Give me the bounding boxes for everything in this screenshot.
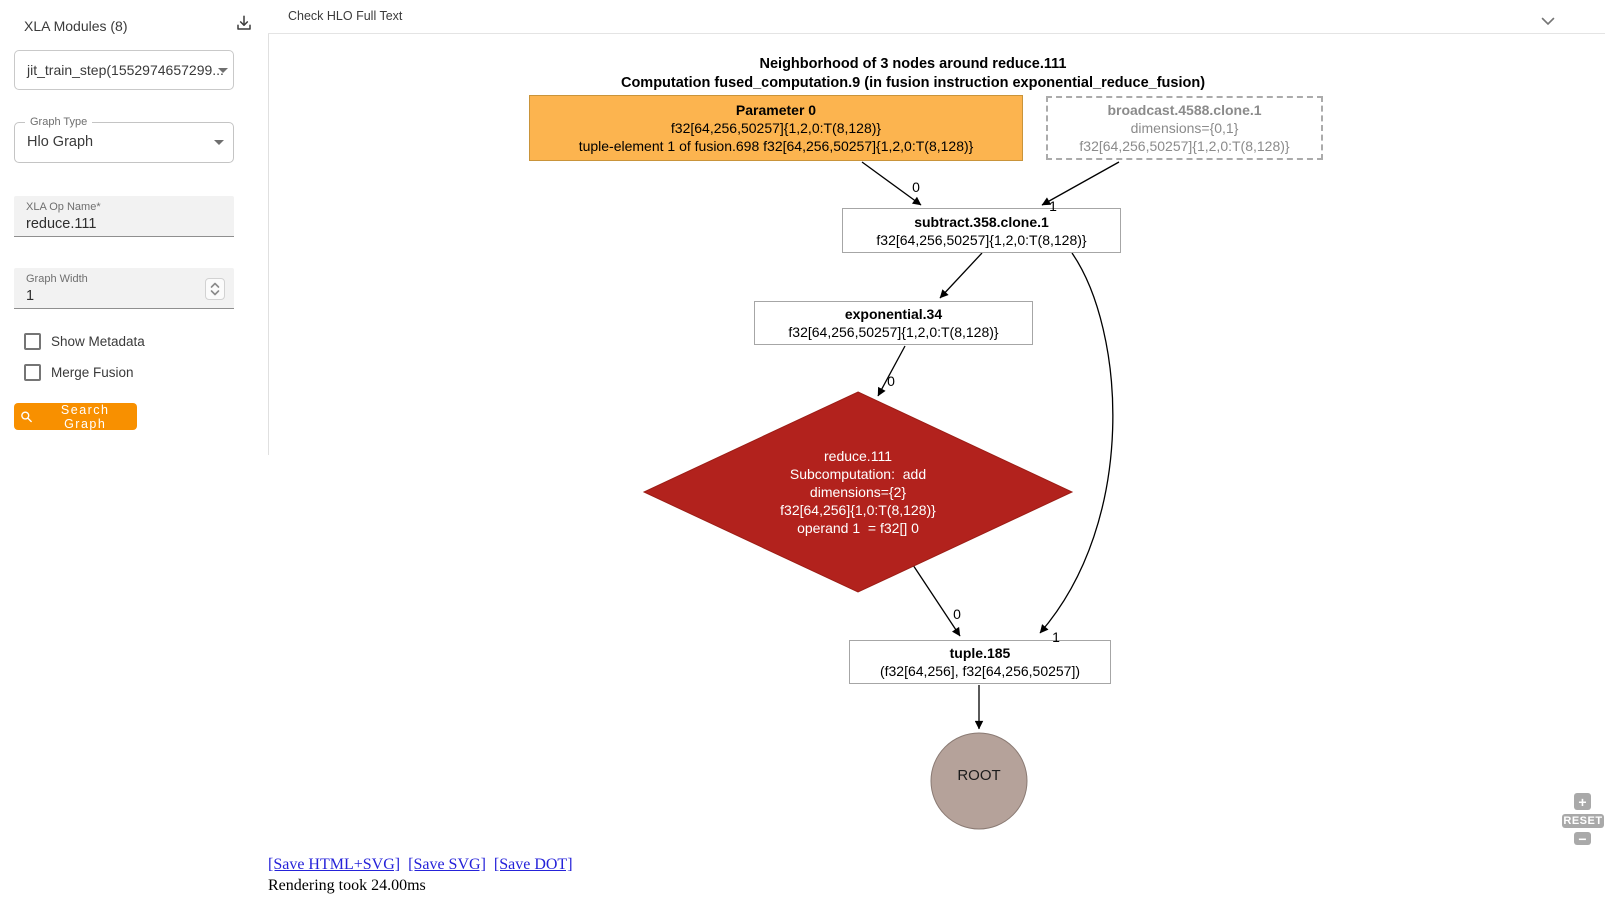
xla-op-name-field[interactable]: XLA Op Name* reduce.111 — [14, 196, 234, 237]
render-status: Rendering took 24.00ms — [268, 877, 426, 894]
quantity-stepper[interactable] — [205, 278, 225, 300]
search-icon — [21, 411, 32, 423]
edge-subtract-to-exponential — [939, 252, 983, 299]
node-parameter0-title: Parameter 0 — [735, 102, 817, 118]
save-links: [Save HTML+SVG] [Save SVG] [Save DOT] — [268, 856, 577, 874]
edge-label-param-to-subtract: 0 — [912, 179, 920, 195]
node-parameter0-shape: f32[64,256,50257]{1,2,0:T(8,128)} — [670, 120, 882, 136]
xla-modules-title: XLA Modules (8) — [24, 18, 128, 34]
node-subtract-shape: f32[64,256,50257]{1,2,0:T(8,128)} — [876, 231, 1087, 248]
graph-type-select[interactable]: Graph Type Hlo Graph — [14, 116, 234, 163]
check-hlo-accordion[interactable]: Check HLO Full Text — [268, 0, 1605, 34]
reduce-node-diamond[interactable] — [642, 391, 1074, 593]
show-metadata-label: Show Metadata — [51, 334, 145, 349]
sidebar: XLA Modules (8) jit_train_step(155297465… — [0, 0, 268, 901]
edge-label-subtract-to-tuple: 1 — [1052, 629, 1060, 645]
zoom-reset-button[interactable]: RESET — [1562, 814, 1604, 828]
edge-param-to-subtract — [861, 161, 922, 206]
node-exponential-shape: f32[64,256,50257]{1,2,0:T(8,128)} — [788, 324, 999, 340]
save-html-svg-link[interactable]: [Save HTML+SVG] — [268, 856, 401, 873]
search-graph-label: Search Graph — [60, 402, 110, 431]
zoom-in-button[interactable]: + — [1574, 793, 1591, 810]
xla-op-name-label: XLA Op Name* — [26, 201, 101, 213]
graph-width-value: 1 — [26, 288, 35, 304]
node-exponential[interactable]: exponential.34 f32[64,256,50257]{1,2,0:T… — [754, 301, 1033, 345]
merge-fusion-row: Merge Fusion — [24, 364, 134, 381]
graph-title-line2: Computation fused_computation.9 (in fusi… — [620, 74, 1206, 91]
node-exponential-title: exponential.34 — [844, 306, 943, 322]
edge-subtract-to-tuple — [1039, 252, 1114, 634]
sidebar-divider — [268, 0, 269, 455]
graph-width-label: Graph Width — [26, 273, 88, 285]
edge-reduce-to-tuple — [912, 564, 961, 637]
merge-fusion-checkbox[interactable] — [24, 364, 41, 381]
show-metadata-checkbox[interactable] — [24, 333, 41, 350]
node-subtract-title: subtract.358.clone.1 — [914, 213, 1049, 230]
edge-label-reduce-to-tuple: 0 — [953, 606, 961, 622]
xla-op-name-value: reduce.111 — [26, 216, 97, 232]
node-broadcast-title: broadcast.4588.clone.1 — [1107, 102, 1262, 118]
node-broadcast-shape: f32[64,256,50257]{1,2,0:T(8,128)} — [1079, 138, 1290, 154]
chevron-down-icon — [214, 140, 224, 145]
node-tuple-title: tuple.185 — [949, 645, 1011, 661]
show-metadata-row: Show Metadata — [24, 333, 145, 350]
node-subtract[interactable]: subtract.358.clone.1 f32[64,256,50257]{1… — [842, 208, 1121, 253]
chevron-down-icon — [218, 68, 228, 73]
node-parameter0-detail: tuple-element 1 of fusion.698 f32[64,256… — [578, 138, 974, 154]
check-hlo-title: Check HLO Full Text — [288, 9, 403, 23]
save-svg-link[interactable]: [Save SVG] — [408, 856, 486, 873]
node-tuple[interactable]: tuple.185 (f32[64,256], f32[64,256,50257… — [849, 640, 1111, 684]
module-select-value: jit_train_step(1552974657299... — [27, 62, 224, 78]
root-node-circle[interactable] — [930, 732, 1028, 830]
node-parameter0[interactable]: Parameter 0 f32[64,256,50257]{1,2,0:T(8,… — [529, 95, 1023, 161]
save-dot-link[interactable]: [Save DOT] — [493, 856, 573, 873]
module-select[interactable]: jit_train_step(1552974657299... — [14, 50, 234, 90]
search-graph-button[interactable]: Search Graph — [14, 402, 137, 431]
node-broadcast-dimensions: dimensions={0,1} — [1130, 120, 1239, 136]
graph-type-label: Graph Type — [25, 116, 93, 129]
graph-title-line1: Neighborhood of 3 nodes around reduce.11… — [759, 56, 1067, 72]
merge-fusion-label: Merge Fusion — [51, 365, 134, 380]
graph-type-value: Hlo Graph — [27, 134, 94, 150]
graph-width-field[interactable]: Graph Width 1 — [14, 268, 234, 309]
zoom-out-button[interactable]: − — [1574, 831, 1591, 847]
edge-broadcast-to-subtract — [1041, 161, 1120, 206]
node-broadcast[interactable]: broadcast.4588.clone.1 dimensions={0,1} … — [1046, 96, 1323, 160]
node-tuple-shape: (f32[64,256], f32[64,256,50257]) — [879, 663, 1081, 679]
edge-label-broadcast-to-subtract: 1 — [1049, 198, 1057, 214]
edge-label-exponential-to-reduce: 0 — [887, 373, 895, 389]
download-icon[interactable] — [235, 14, 253, 37]
edge-exponential-to-reduce — [877, 345, 906, 397]
graph-title: Neighborhood of 3 nodes around reduce.11… — [268, 55, 1558, 92]
chevron-down-icon[interactable] — [1541, 13, 1555, 31]
